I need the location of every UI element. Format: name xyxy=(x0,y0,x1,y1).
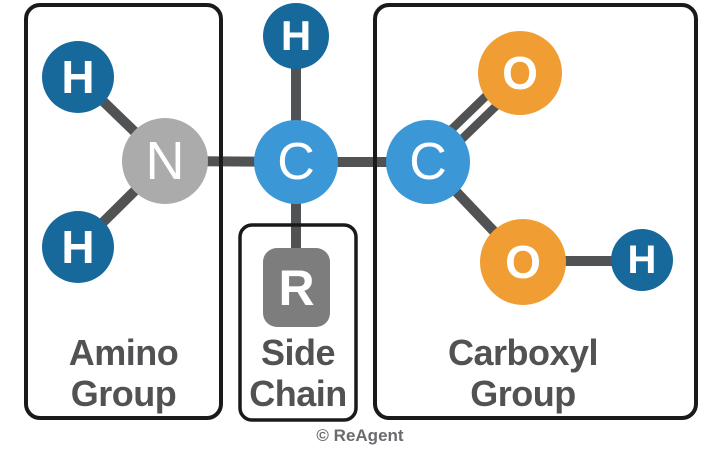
amino-group-label-line1: Amino xyxy=(68,332,179,373)
atom-hydrogen-amino-bottom: H xyxy=(42,211,114,283)
carboxyl-group-label: Carboxyl Group xyxy=(375,332,671,414)
side-chain-box-border xyxy=(238,223,358,422)
side-chain-label: Side Chain xyxy=(240,332,356,414)
atom-hydrogen-amino-top: H xyxy=(42,41,114,113)
carboxyl-group-label-line2: Group xyxy=(470,373,576,414)
atom-hydrogen-alpha: H xyxy=(263,3,329,69)
atom-hydrogen-hydroxyl: H xyxy=(611,229,673,291)
atom-nitrogen: N xyxy=(122,118,208,204)
atom-oxygen-hydroxyl: O xyxy=(480,219,566,305)
atom-carbon-carboxyl: C xyxy=(386,120,470,204)
credit-text: © ReAgent xyxy=(316,426,404,445)
carboxyl-group-box-fill xyxy=(375,5,696,418)
side-chain-label-line1: Side xyxy=(260,332,336,373)
side-chain-label-line2: Chain xyxy=(249,373,347,414)
atom-oxygen-double-bond: O xyxy=(478,31,562,115)
carboxyl-group-label-line1: Carboxyl xyxy=(447,332,599,373)
amino-group-label-line2: Group xyxy=(70,373,177,414)
atom-carbon-alpha: C xyxy=(254,120,338,204)
amino-group-box-border xyxy=(24,3,223,420)
atom-r-side-chain: R xyxy=(263,248,330,327)
amino-group-label: Amino Group xyxy=(26,332,221,414)
carboxyl-group-box-border xyxy=(373,3,698,420)
